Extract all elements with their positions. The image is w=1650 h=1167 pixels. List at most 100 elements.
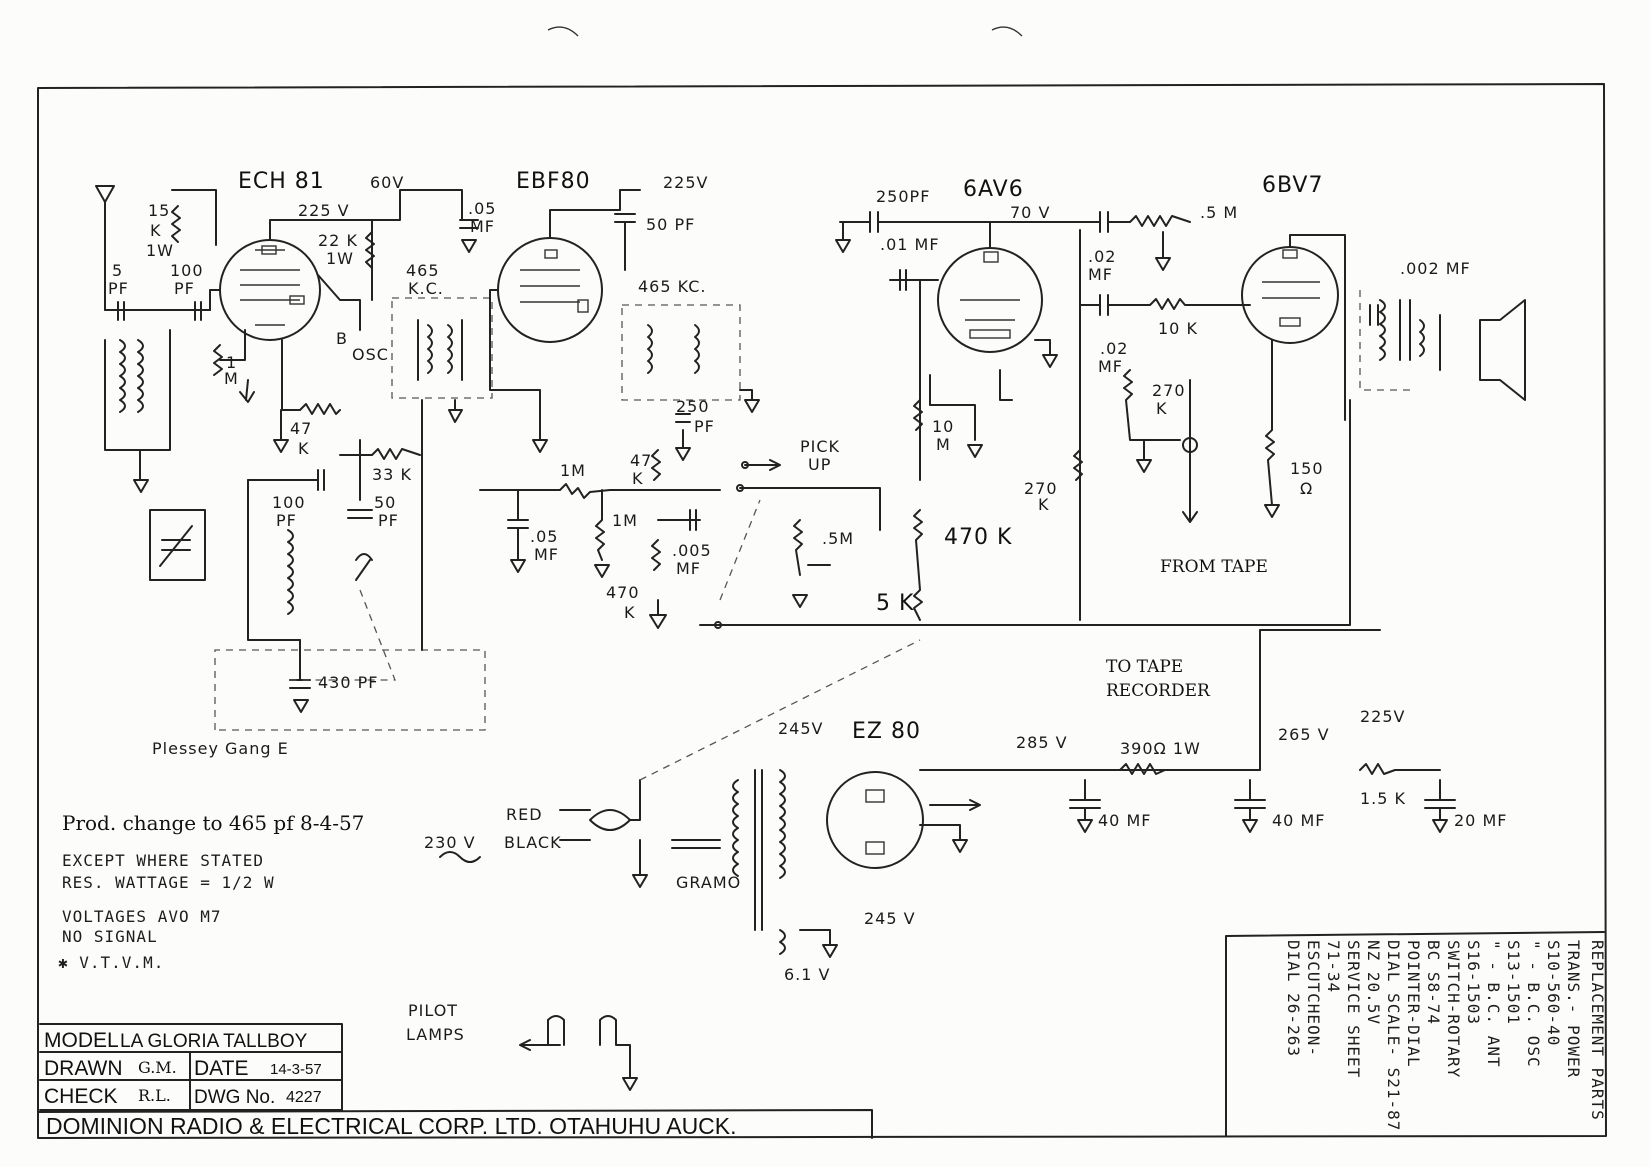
- x-ref: [929, 799, 981, 811]
- power-transformer-secondary: [732, 779, 739, 877]
- ground-symbol: [1136, 439, 1152, 473]
- ground-symbol: [835, 221, 851, 253]
- label-pilot-b: LAMPS: [406, 1025, 465, 1044]
- label-c100pf2-b: PF: [276, 511, 297, 530]
- speaker-symbol: [1479, 299, 1526, 401]
- drawn-label: DRAWN: [44, 1057, 123, 1080]
- ground-symbol: [1034, 339, 1058, 368]
- prod-change-note: Prod. change to 465 pf 8-4-57: [62, 811, 364, 835]
- voltage-225v-ebf: 225V: [663, 173, 708, 192]
- resistor-150: [1265, 339, 1275, 506]
- note-voltages: VOLTAGES AVO M7: [62, 907, 222, 926]
- model-value: LA GLORIA TALLBOY: [120, 1031, 308, 1052]
- resistor-270k-b: [1073, 449, 1083, 481]
- resistor-1-5k: [1359, 763, 1441, 775]
- detector-resistors: [651, 449, 661, 571]
- if-transformer-1: [391, 297, 493, 399]
- ground-symbol: [739, 389, 760, 413]
- if2-windings: [647, 324, 700, 374]
- punch-mark: [991, 26, 1023, 37]
- ground-symbol: [1155, 231, 1171, 271]
- label-c005: .005: [672, 541, 712, 560]
- wire: [247, 479, 301, 641]
- parts-row: S10-560-40: [1544, 940, 1563, 1046]
- coupling-10k: [1079, 294, 1251, 316]
- tube-label-ech81: ECH 81: [238, 169, 325, 194]
- tube-ech81: [219, 239, 321, 341]
- drawing-border: [37, 83, 1607, 1139]
- label-r1m2: 1M: [560, 461, 586, 480]
- label-r47k: 47: [290, 419, 312, 438]
- label-gramo: GRAMO: [676, 873, 741, 892]
- label-c250pf: 250PF: [876, 187, 930, 206]
- resistor-15k: [171, 205, 181, 243]
- power-transformer-core: [754, 769, 763, 931]
- label-r470k2: 470 K: [944, 525, 1012, 550]
- voltage-6-1v: 6.1 V: [784, 965, 830, 984]
- note-no-signal: NO SIGNAL: [62, 927, 158, 946]
- resistor-47k: [281, 339, 341, 415]
- label-r10m: 10: [932, 417, 954, 436]
- to-tape-label-b: RECORDER: [1106, 681, 1211, 701]
- drawn-value: G.M.: [138, 1058, 177, 1077]
- resistor-390: [1119, 763, 1166, 775]
- label-r270k-b: K: [1156, 399, 1168, 418]
- label-c5pf-b: PF: [108, 279, 129, 298]
- b-plus-wire: [549, 189, 641, 239]
- label-pilot: PILOT: [408, 1001, 458, 1020]
- parts-row: DIAL SCALE- S21-87: [1384, 940, 1403, 1131]
- voltage-60v: 60V: [370, 173, 404, 192]
- label-red: RED: [506, 805, 543, 824]
- pickup-terminal: [741, 461, 749, 469]
- label-c250pf2-b: PF: [694, 417, 715, 436]
- tube-label-6bv7: 6BV7: [1262, 173, 1323, 198]
- label-c02mf2-b: MF: [1098, 357, 1123, 376]
- gang-link: [290, 589, 396, 681]
- capacitor-005mf: [657, 509, 701, 616]
- from-tape-arrow: [1182, 379, 1198, 523]
- label-c20mf: 20 MF: [1454, 811, 1507, 830]
- label-r390: 390Ω 1W: [1120, 739, 1201, 758]
- label-c02mf: .02: [1088, 247, 1116, 266]
- capacitor-40mf-b: [1234, 779, 1266, 821]
- label-if465-b: K.C.: [408, 279, 444, 298]
- b-plus-wire: [269, 189, 463, 241]
- label-r10m-b: M: [936, 435, 951, 454]
- label-r47k-b: K: [298, 439, 310, 458]
- hv-line: [919, 629, 1381, 771]
- trimmer: [355, 553, 373, 581]
- parts-row: S16-1503: [1464, 940, 1483, 1025]
- wire: [739, 487, 881, 531]
- label-r15k-b: K: [150, 221, 162, 240]
- ground-symbol: [293, 699, 309, 713]
- gramo-motor: [671, 839, 721, 849]
- label-c100pf-b: PF: [174, 279, 195, 298]
- tube-6av6: [937, 247, 1043, 353]
- label-black: BLACK: [504, 833, 562, 852]
- ground-symbol: [649, 614, 667, 629]
- check-value: R.L.: [138, 1086, 171, 1105]
- note-wattage: RES. WATTAGE = 1/2 W: [62, 873, 275, 892]
- ground-symbol: [792, 594, 808, 608]
- parts-row: S13-1501: [1504, 940, 1523, 1025]
- label-c02mf-b: MF: [1088, 265, 1113, 284]
- label-if465: 465: [406, 261, 440, 280]
- oscillator-coil: [287, 529, 294, 615]
- date-label: DATE: [194, 1057, 248, 1080]
- resistor-1m-a: [479, 483, 721, 499]
- if-wiring: [421, 399, 463, 651]
- label-c40mf-a: 40 MF: [1098, 811, 1151, 830]
- wire: [929, 374, 976, 441]
- label-r22k: 22 K: [318, 231, 358, 250]
- label-c01mf: .01 MF: [880, 235, 940, 254]
- ground-symbol: [967, 444, 983, 458]
- tube-6bv7: [1241, 246, 1339, 344]
- parts-row: BC S8-74: [1424, 940, 1443, 1025]
- output-secondary: [1419, 314, 1441, 371]
- parts-row: 71-34: [1324, 940, 1343, 993]
- switch-link-2: [639, 639, 921, 781]
- mains-plug: [559, 809, 631, 841]
- capacitor-01mf: [889, 269, 939, 291]
- label-c02mf2: .02: [1100, 339, 1128, 358]
